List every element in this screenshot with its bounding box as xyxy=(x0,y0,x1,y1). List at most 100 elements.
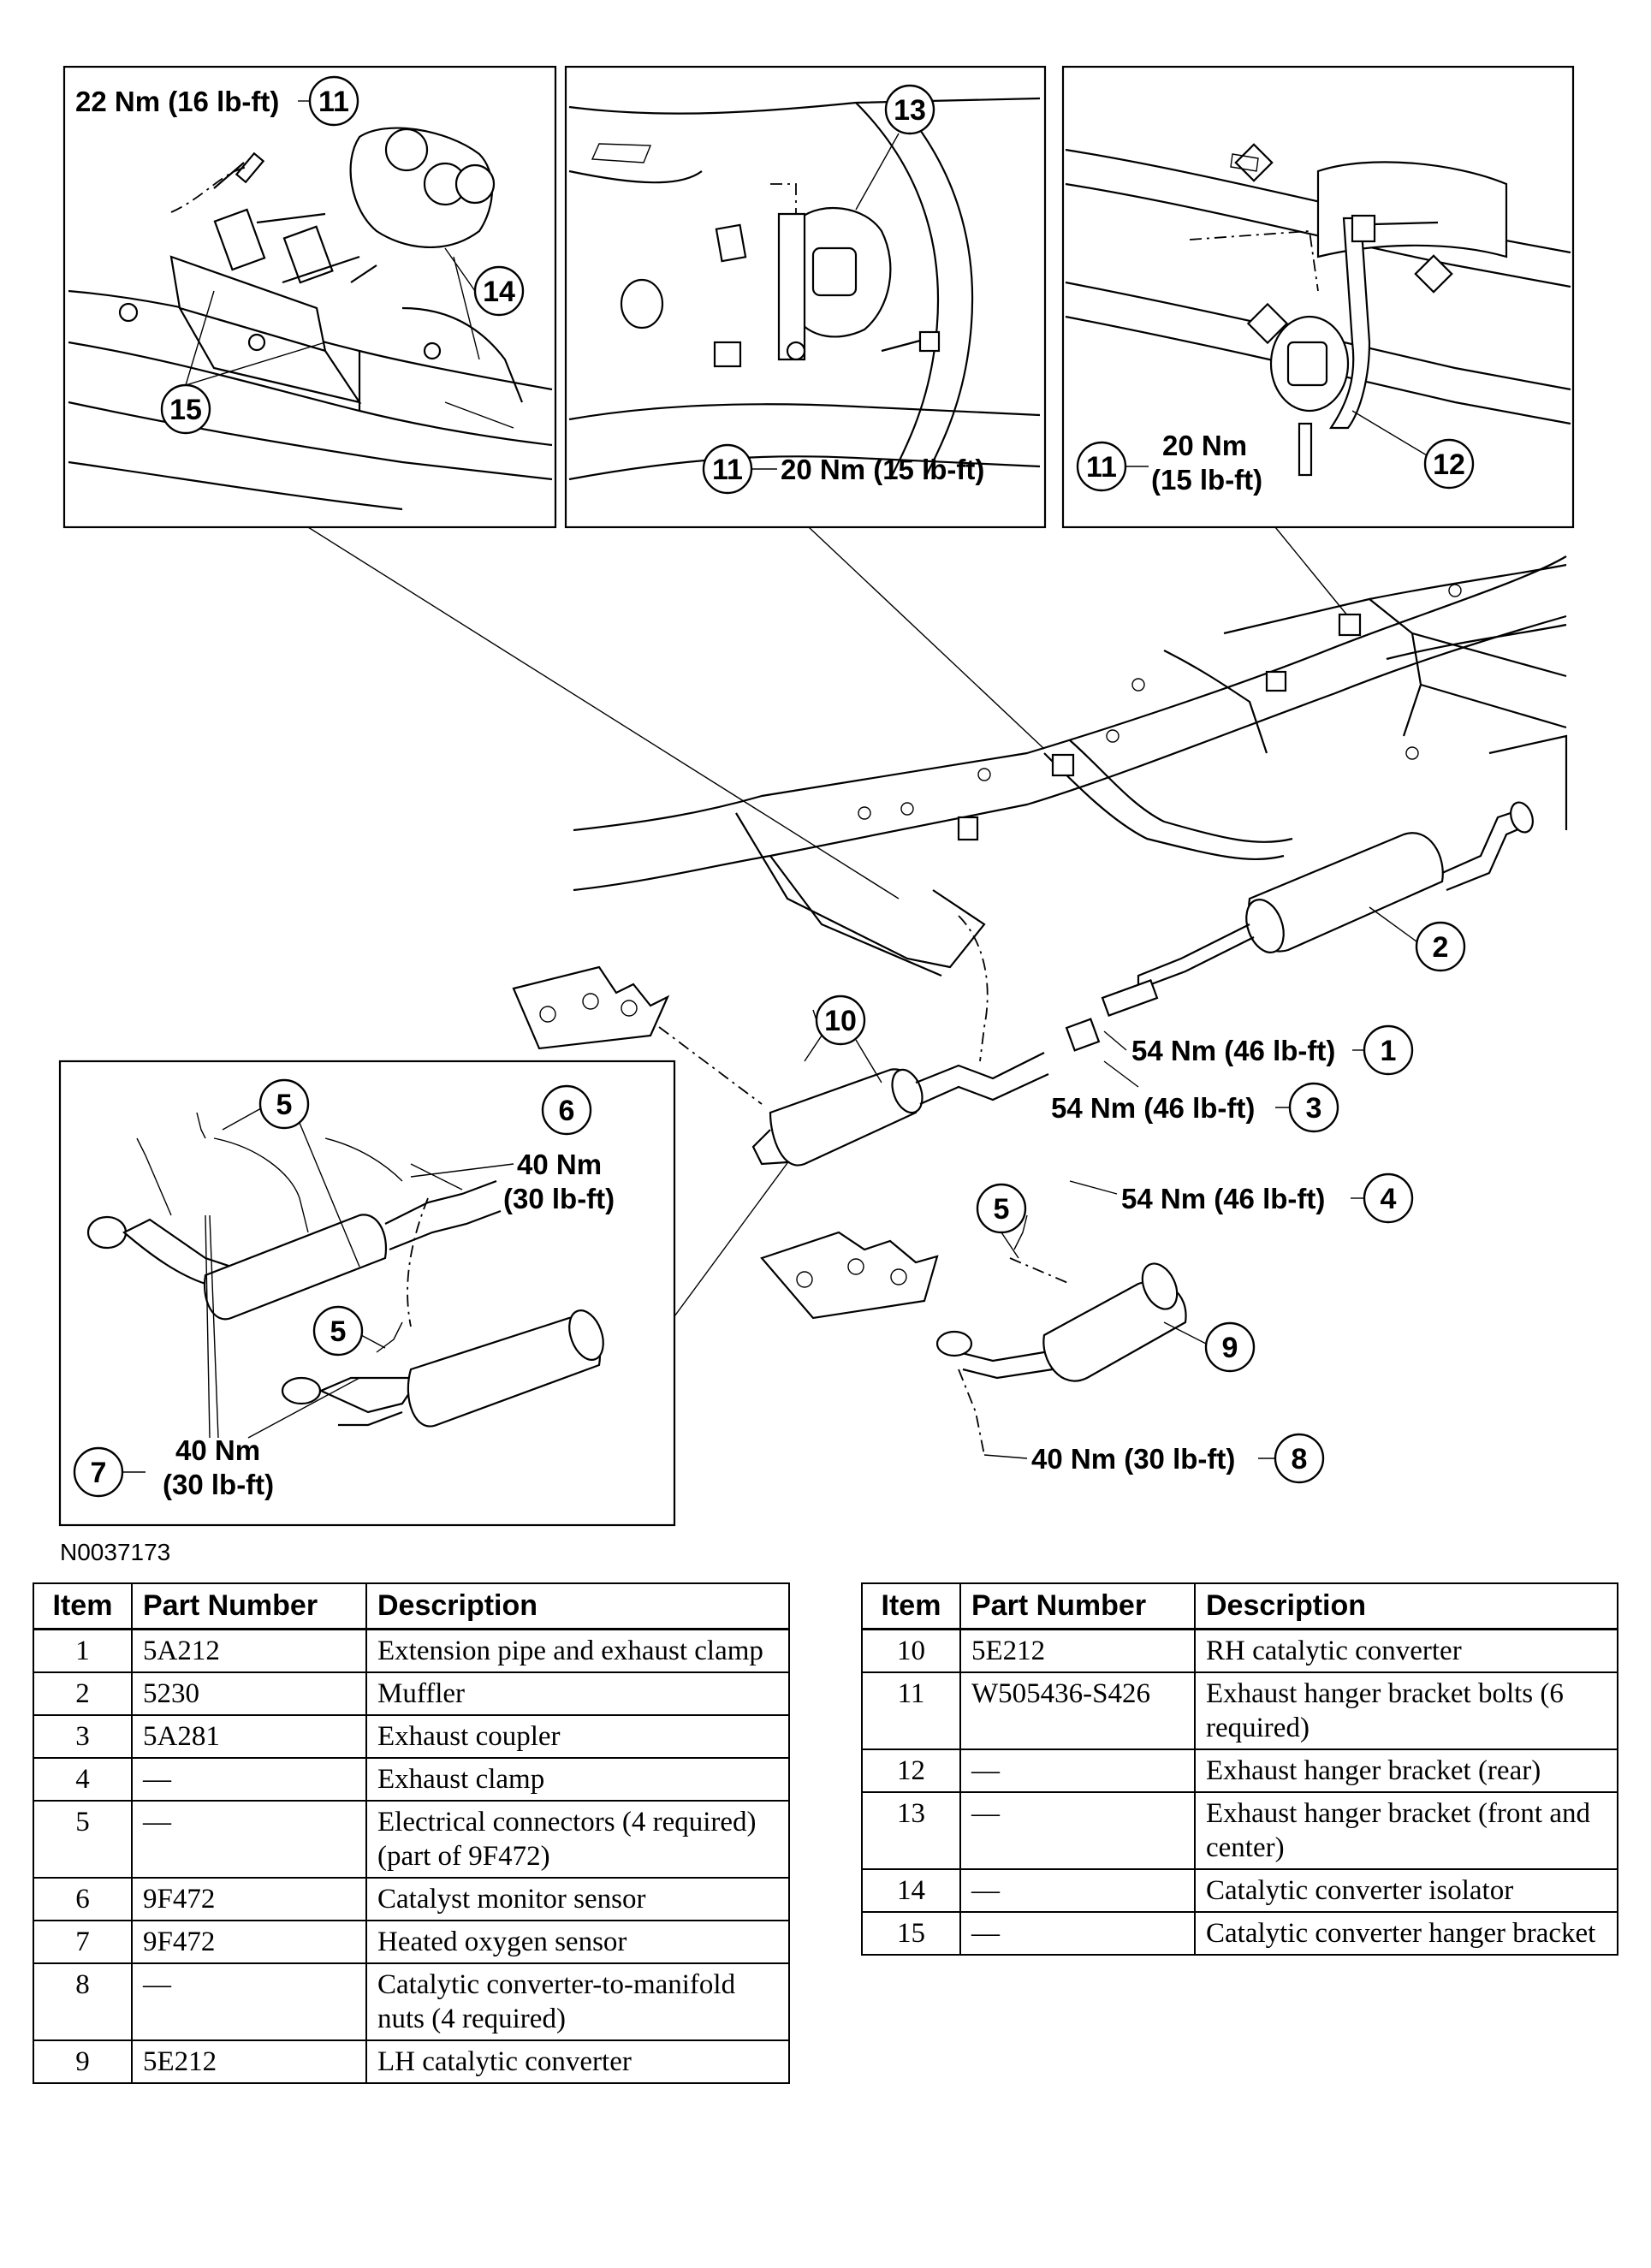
torque-4: 54 Nm (46 lb-ft) xyxy=(1121,1183,1325,1214)
table-header-row: Item Part Number Description xyxy=(33,1582,790,1630)
callout-circle-2 xyxy=(1415,921,1466,972)
cell-description: Exhaust clamp xyxy=(365,1757,790,1802)
cell-description: Exhaust coupler xyxy=(365,1714,790,1759)
table-row: 15—Catalytic converter hanger bracket xyxy=(861,1911,1618,1956)
exhaust-system-diagram: .ln { fill:none; stroke:#000; stroke-wid… xyxy=(58,65,1575,1527)
main-chassis-drawing xyxy=(573,555,1568,977)
torque-7-line1: 40 Nm xyxy=(175,1434,260,1466)
callout-circle-10 xyxy=(815,994,866,1046)
cell-item: 11 xyxy=(861,1671,961,1750)
figure-id: N0037173 xyxy=(60,1539,171,1565)
cell-item: 4 xyxy=(33,1757,133,1802)
torque-3: 54 Nm (46 lb-ft) xyxy=(1051,1092,1255,1124)
cell-description: Exhaust hanger bracket bolts (6 required… xyxy=(1194,1671,1618,1750)
cell-description: Catalytic converter isolator xyxy=(1194,1868,1618,1913)
leader-inset-tc xyxy=(808,526,1045,750)
cell-part-number: — xyxy=(959,1791,1196,1870)
cell-part-number: 9F472 xyxy=(131,1877,367,1921)
torque-1: 54 Nm (46 lb-ft) xyxy=(1131,1035,1335,1066)
callout-label-2: 2 xyxy=(1433,931,1449,964)
inset-tr-drawing xyxy=(1065,143,1571,477)
cell-item: 13 xyxy=(861,1791,961,1870)
cell-part-number: — xyxy=(959,1868,1196,1913)
cell-part-number: 5230 xyxy=(131,1671,367,1716)
cell-item: 2 xyxy=(33,1671,133,1716)
torque-8: 40 Nm (30 lb-ft) xyxy=(1031,1443,1235,1475)
callout-label-1: 1 xyxy=(1381,1035,1397,1067)
inset-bl-drawing xyxy=(86,1112,604,1428)
leader-inset-tr xyxy=(1274,526,1349,617)
cell-item: 1 xyxy=(33,1628,133,1673)
torque-text-group: 22 Nm (16 lb-ft) 20 Nm (15 lb-ft) 20 Nm … xyxy=(75,86,1364,1500)
table-header-row: Item Part Number Description xyxy=(861,1582,1618,1630)
inset-frame-bottom-left xyxy=(58,1060,676,1527)
table-row: 12—Exhaust hanger bracket (rear) xyxy=(861,1748,1618,1793)
cell-description: Exhaust hanger bracket (rear) xyxy=(1194,1748,1618,1793)
cell-part-number: — xyxy=(959,1748,1196,1793)
cell-item: 9 xyxy=(33,2039,133,2084)
cell-description: RH catalytic converter xyxy=(1194,1628,1618,1673)
table-row: 13—Exhaust hanger bracket (front and cen… xyxy=(861,1791,1618,1870)
callout-label-9: 9 xyxy=(1222,1332,1238,1364)
callout-label-5-bl-mid: 5 xyxy=(330,1315,347,1348)
cell-description: LH catalytic converter xyxy=(365,2039,790,2084)
lh-catalytic-converter-drawing xyxy=(760,1214,1187,1456)
callout-circle-13 xyxy=(884,84,935,135)
callout-label-6: 6 xyxy=(559,1095,575,1127)
cell-part-number: — xyxy=(131,1962,367,2041)
inset-frame-top-right xyxy=(1061,65,1575,529)
cell-item: 6 xyxy=(33,1877,133,1921)
cell-part-number: W505436-S426 xyxy=(959,1671,1196,1750)
cell-item: 3 xyxy=(33,1714,133,1759)
header-part-number: Part Number xyxy=(959,1582,1196,1630)
cell-item: 15 xyxy=(861,1911,961,1956)
cell-description: Catalytic converter-to-manifold nuts (4 … xyxy=(365,1962,790,2041)
callout-label-12: 12 xyxy=(1433,448,1465,481)
torque-tc: 20 Nm (15 lb-ft) xyxy=(781,454,984,485)
torque-tr-line1: 20 Nm xyxy=(1162,430,1247,461)
table-row: 8—Catalytic converter-to-manifold nuts (… xyxy=(33,1962,790,2041)
cell-part-number: 9F472 xyxy=(131,1920,367,1964)
cell-description: Extension pipe and exhaust clamp xyxy=(365,1628,790,1673)
torque-tr-line2: (15 lb-ft) xyxy=(1151,464,1262,496)
cell-part-number: — xyxy=(131,1800,367,1879)
torque-tl: 22 Nm (16 lb-ft) xyxy=(75,86,279,117)
cell-description: Heated oxygen sensor xyxy=(365,1920,790,1964)
torque-6-line1: 40 Nm xyxy=(517,1149,602,1180)
callout-label-7: 7 xyxy=(91,1457,107,1489)
callout-label-15: 15 xyxy=(169,394,202,426)
callout-label-11-tc: 11 xyxy=(712,454,743,486)
table-row: 4—Exhaust clamp xyxy=(33,1757,790,1802)
cell-part-number: 5E212 xyxy=(959,1628,1196,1673)
cell-description: Catalyst monitor sensor xyxy=(365,1877,790,1921)
header-part-number: Part Number xyxy=(131,1582,367,1630)
cell-description: Catalytic converter hanger bracket xyxy=(1194,1911,1618,1956)
callout-circle-12 xyxy=(1423,438,1475,490)
torque-6-line2: (30 lb-ft) xyxy=(503,1183,615,1214)
callout-label-13: 13 xyxy=(894,94,926,127)
rh-catalytic-converter-drawing xyxy=(512,915,1049,1167)
table-row: 5—Electrical connectors (4 required) (pa… xyxy=(33,1800,790,1879)
table-row: 14—Catalytic converter isolator xyxy=(861,1868,1618,1913)
cell-part-number: 5A212 xyxy=(131,1628,367,1673)
cell-description: Exhaust hanger bracket (front and center… xyxy=(1194,1791,1618,1870)
header-description: Description xyxy=(365,1582,790,1630)
inset-frame-top-center xyxy=(564,65,1047,529)
callout-label-5-main: 5 xyxy=(994,1193,1010,1226)
callout-circle-9 xyxy=(1204,1321,1256,1373)
leader-inset-tl xyxy=(307,526,900,899)
callout-label-14: 14 xyxy=(483,276,515,308)
cell-item: 12 xyxy=(861,1748,961,1793)
cell-item: 5 xyxy=(33,1800,133,1879)
inset-tl-drawing xyxy=(68,127,553,511)
callout-label-5-bl-top: 5 xyxy=(276,1089,293,1121)
